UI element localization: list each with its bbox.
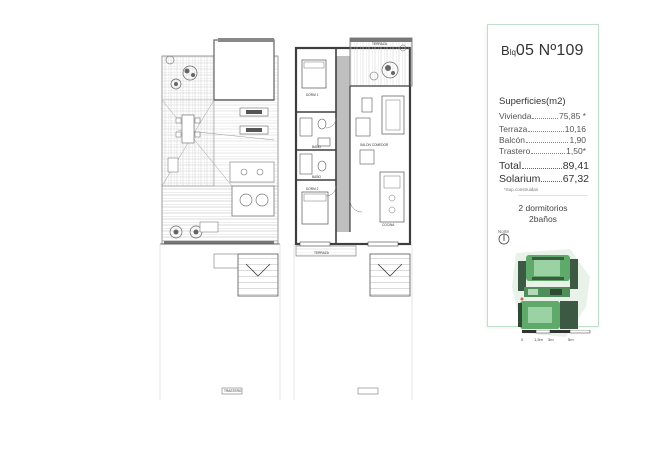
scale-label-3: 5m xyxy=(568,337,574,342)
label-terraza-top: TERRAZA xyxy=(372,42,388,46)
compass-north-icon xyxy=(498,233,510,245)
label-terraza-bottom: TERRAZA xyxy=(314,251,330,255)
block-suffix: lq xyxy=(509,48,516,57)
bedrooms-count: 2 dormitorios xyxy=(518,203,568,213)
label-bano-2: BAÑO xyxy=(312,174,322,179)
scale-label-2: 3m xyxy=(548,337,554,342)
block-label: B xyxy=(501,43,510,58)
solarium-plan xyxy=(159,38,281,400)
unit-title: Blq05 Nº109 xyxy=(501,42,584,60)
label-salon: SALON COMEDOR xyxy=(360,143,389,147)
scale-label-1: 1,5m xyxy=(534,337,543,342)
block-number: 05 xyxy=(515,42,535,59)
scale-bar xyxy=(522,330,591,334)
label-dormitorio-2: DORM 2 xyxy=(306,187,319,191)
site-location-map xyxy=(512,249,590,337)
surfaces-heading: Superficies(m2) xyxy=(499,96,566,107)
label-trastero: TRASTERO xyxy=(224,389,242,393)
floor-plans: TERRAZA DORM 1 BAÑO SALON COMEDOR BAÑO D… xyxy=(159,37,413,400)
label-cocina: COCINA xyxy=(382,223,395,227)
divider xyxy=(518,195,588,196)
bathrooms-count: 2baños xyxy=(529,214,557,224)
label-bano-1: BAÑO xyxy=(312,144,322,149)
scale-label-0: 0 xyxy=(521,337,524,342)
unit-number: Nº109 xyxy=(538,42,584,59)
surface-note: *Sup.construidas xyxy=(504,187,539,192)
label-dormitorio-1: DORM 1 xyxy=(306,93,319,97)
north-label: Norte xyxy=(498,229,510,234)
dwelling-plan xyxy=(293,37,413,400)
